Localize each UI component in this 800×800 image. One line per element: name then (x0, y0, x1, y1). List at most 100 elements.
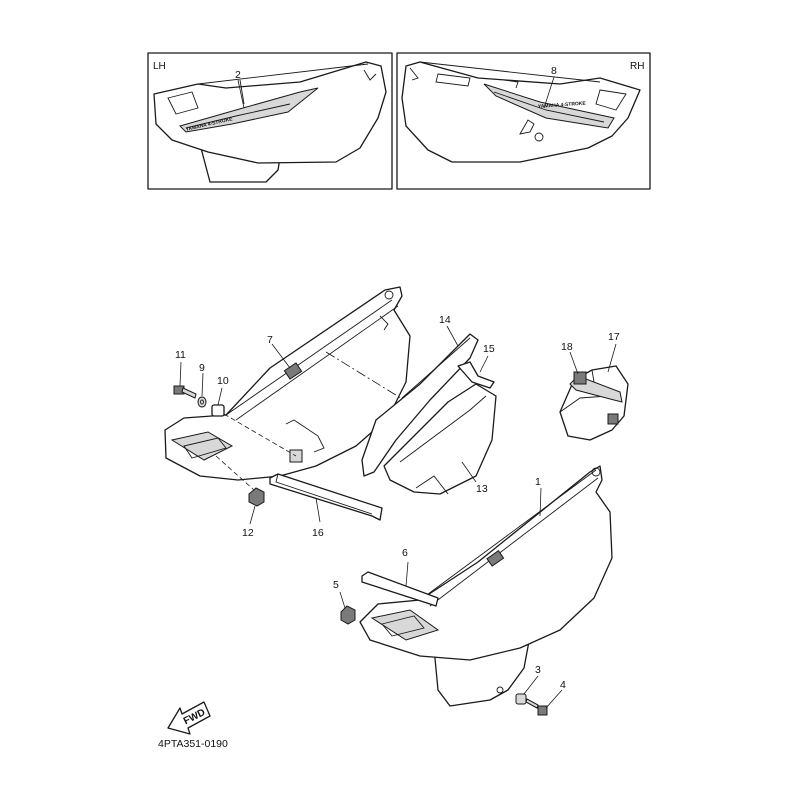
callout-14: 14 (439, 314, 451, 326)
part-7-front-cutout (170, 431, 234, 461)
part-17-flap (559, 395, 609, 413)
part-4-bolt-head (537, 705, 548, 716)
lh-decal-stripe (185, 103, 291, 129)
part-18-strap-clip (573, 371, 587, 385)
part-7-cutout-inner (183, 437, 227, 459)
callout-15-leader (479, 355, 489, 373)
part-12-grommet-body (248, 487, 265, 507)
callout-3-leader (523, 675, 539, 695)
part-5-grommet-body (340, 605, 356, 625)
rh-cover-notch (503, 79, 519, 89)
part-7-left-side-cover (164, 286, 411, 481)
inset-right-side-label: RH (630, 61, 644, 72)
callout-7-leader (271, 343, 291, 369)
callout-4-leader (545, 689, 563, 709)
part-11-bolt-shank (181, 387, 197, 399)
callout-6: 6 (402, 547, 408, 559)
callout-9: 9 (199, 362, 205, 374)
inset-left-lh: LH YAMAHA 4-STROKE 2 (147, 52, 393, 190)
callout-13: 13 (476, 483, 488, 495)
inset-right-rh: RH YAMAHA 4-STROKE 8 (396, 52, 651, 190)
callout-4: 4 (560, 679, 566, 691)
assembly-line-fastener-to-cover (223, 413, 297, 457)
part-12-grommet (248, 487, 265, 507)
part-18-strap (569, 371, 623, 403)
rh-cover-slot (435, 73, 471, 87)
part-1-front-cutout (370, 609, 440, 641)
callout-3: 3 (535, 664, 541, 676)
callout-11: 11 (175, 349, 186, 361)
part-7-top-rail (225, 299, 393, 416)
part-16-strip-edge (275, 473, 373, 515)
part-5-grommet (340, 605, 356, 625)
callout-12-leader (249, 505, 256, 525)
part-4-bolt (525, 698, 548, 716)
part-7-clip (283, 362, 303, 380)
part-3-collar-body (515, 693, 527, 705)
part-7-rear-tab (379, 315, 389, 331)
callout-9-leader (201, 372, 204, 397)
part-15-body (457, 361, 495, 389)
assembly-line-grommet (215, 455, 255, 491)
callout-15: 15 (483, 343, 495, 355)
inset-left-frame (147, 52, 393, 190)
part-9-washer-ring (197, 396, 207, 408)
rh-cover-cutout (595, 89, 627, 111)
callout-6-leader (405, 561, 409, 587)
callout-2-leader (237, 79, 245, 109)
part-1-top-rail-inner (429, 477, 599, 607)
part-1-right-side-cover (359, 465, 613, 707)
callout-5-leader (339, 591, 346, 609)
diagram-code: 4PTA351-0190 (158, 738, 228, 750)
inset-left-side-label: LH (153, 61, 166, 72)
part-9-washer-hole (200, 399, 204, 405)
lh-cover-tab (363, 69, 377, 81)
callout-10-leader (217, 387, 223, 406)
rh-cover-bracket (519, 119, 535, 135)
part-15-clip (457, 361, 495, 389)
part-10-collar-body (211, 404, 225, 417)
rh-side-cover-decal-drawing: YAMAHA 4-STROKE (401, 61, 641, 163)
part-7-top-rail-inner (235, 305, 399, 421)
callout-10: 10 (217, 375, 229, 387)
part-17-tool-bag (559, 365, 629, 441)
assembly-centerline-7-13 (325, 351, 405, 401)
part-4-bolt-shank (525, 698, 539, 709)
lh-cover-crease (239, 79, 245, 105)
part-1-bolt-hole (496, 686, 504, 694)
callout-17-leader (607, 343, 617, 373)
part-11-bolt (173, 385, 197, 399)
part-1-top-mount (591, 467, 601, 477)
callout-18: 18 (561, 341, 573, 353)
callout-5: 5 (333, 579, 339, 591)
callout-1: 1 (535, 476, 541, 488)
callout-16-leader (315, 497, 321, 523)
part-6-strip-body (361, 571, 439, 607)
callout-7: 7 (267, 334, 273, 346)
callout-2: 2 (235, 69, 241, 81)
part-17-buckle (607, 413, 619, 425)
callout-8: 8 (551, 65, 557, 77)
lh-cover-cutout (167, 91, 199, 115)
fwd-arrow-shape (167, 701, 211, 735)
part-14-body (361, 333, 479, 477)
callout-16: 16 (312, 527, 324, 539)
rh-decal-emblem-text: YAMAHA 4-STROKE (538, 101, 587, 110)
rh-decal-stripe (493, 91, 605, 123)
part-14-inner-panel (361, 333, 479, 477)
part-1-top-rail (419, 469, 597, 601)
rh-cover-top-rail (419, 61, 601, 83)
lh-side-cover-decal-drawing: YAMAHA 4-STROKE (153, 61, 387, 183)
part-7-top-mount (384, 290, 394, 300)
part-6-foam-strip (361, 571, 439, 607)
callout-8-leader (543, 76, 555, 109)
part-16-foam-strip (269, 473, 383, 521)
part-13-edge (399, 395, 487, 463)
callout-12: 12 (242, 527, 254, 539)
callout-18-leader (569, 351, 579, 375)
rh-cover-tab (409, 67, 419, 81)
part-14-edge (401, 337, 471, 399)
callout-17: 17 (608, 331, 620, 343)
part-3-collar (515, 693, 527, 705)
